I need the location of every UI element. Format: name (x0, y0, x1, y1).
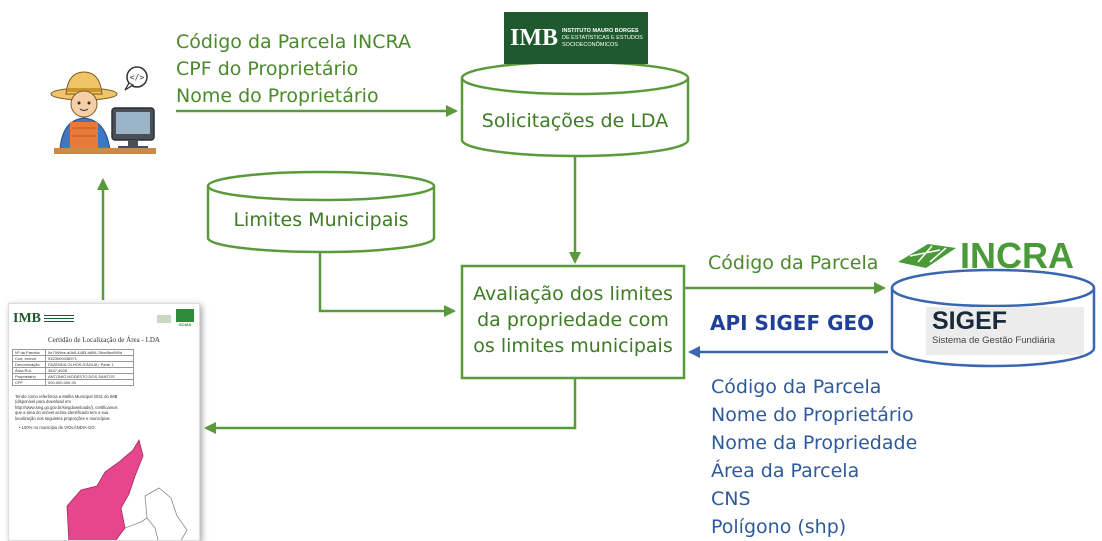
sigef-logo: SIGEF Sistema de Gestão Fundiária (926, 307, 1084, 355)
evaluation-box (460, 264, 686, 380)
evaluation-label-line: da propriedade com (477, 309, 669, 331)
api-label: API SIGEF GEO (710, 311, 875, 335)
response-field-item: Área da Parcela (711, 460, 860, 482)
solicitacoes-label: Solicitações de LDA (481, 110, 669, 132)
arrow-limits-to-evaluation (318, 250, 456, 317)
svg-text:</>: </> (130, 73, 145, 82)
neighbor-municipality-shape (144, 487, 188, 540)
incra-leaf-icon (898, 244, 956, 268)
response-field-item: Nome do Proprietário (711, 404, 914, 426)
imb-logo: IMB INSTITUTO MAURO BORGES DE ESTATÍSTIC… (504, 12, 648, 64)
imb-logo-line: SOCIOECONÔMICOS (562, 41, 618, 48)
document-title: Certidão de Localização de Área - LDA (48, 336, 160, 344)
bullet-icon: • (19, 425, 22, 431)
document-badge-icon (157, 315, 171, 323)
farmer-computer-icon: </> (50, 66, 156, 154)
imb-logo-line: DE ESTATÍSTICAS E ESTUDOS (562, 34, 643, 41)
incra-logo: INCRA (896, 235, 1074, 276)
goias-logo: GOIÁS (175, 309, 195, 329)
solicitacoes-database-icon (460, 60, 690, 158)
imb-logo-line: INSTITUTO MAURO BORGES (562, 27, 639, 34)
request-fields: Código da Parcela INCRA CPF do Proprietá… (176, 29, 411, 110)
response-field-item: CNS (711, 488, 751, 510)
imb-logo-letters: IMB (510, 24, 558, 51)
response-fields: Código da Parcela Nome do Proprietário N… (711, 373, 917, 541)
arrow-evaluation-to-certificate (204, 378, 577, 434)
document-logo-lines-icon (44, 315, 74, 323)
incra-logo-text: INCRA (960, 235, 1074, 276)
violandia-municipality-shape (66, 438, 144, 540)
response-field-item: Código da Parcela (711, 376, 882, 398)
document-bullet-text: 100% no município de VIOLÂNDIA-GO. (21, 425, 96, 431)
evaluation-label-line: os limites municipais (473, 335, 673, 357)
limites-label: Limites Municipais (233, 209, 409, 231)
sigef-logo-title: SIGEF (932, 307, 1008, 335)
limites-database-icon (206, 170, 436, 254)
goias-label: GOIÁS (178, 322, 192, 327)
sigef-logo-subtitle: Sistema de Gestão Fundiária (932, 335, 1056, 346)
request-field-item: CPF do Proprietário (176, 58, 359, 80)
response-field-item: Nome da Propriedade (711, 432, 918, 454)
request-field-item: Código da Parcela INCRA (176, 31, 411, 53)
document-body-text: Tendo como referência a Malha Municipal … (15, 394, 118, 421)
evaluation-label-line: Avaliação dos limites (473, 283, 673, 305)
response-field-item: Polígono (shp) (711, 516, 847, 538)
request-field-item: Nome do Proprietário (176, 85, 379, 107)
table-cell: CPF (11, 379, 47, 386)
document-bullet: • 100% no município de VIOLÂNDIA-GO. (19, 425, 199, 430)
query-label: Código da Parcela (708, 252, 879, 274)
table-cell: 000.000.000-00 (45, 379, 134, 386)
goias-flag-icon (176, 309, 194, 322)
evaluation-label: Avaliação dos limites da propriedade com… (462, 281, 684, 359)
table-cell: 0e7099ee-a0b5-4483-b808-76be5bcf9f0d (45, 349, 134, 356)
municipality-map (66, 438, 188, 540)
document-logo-letters: IMB (13, 311, 41, 326)
lda-certificate-document: IMB GOIÁS Certidão de Localização de Áre… (8, 303, 200, 541)
neighbor-border-line (124, 517, 148, 529)
